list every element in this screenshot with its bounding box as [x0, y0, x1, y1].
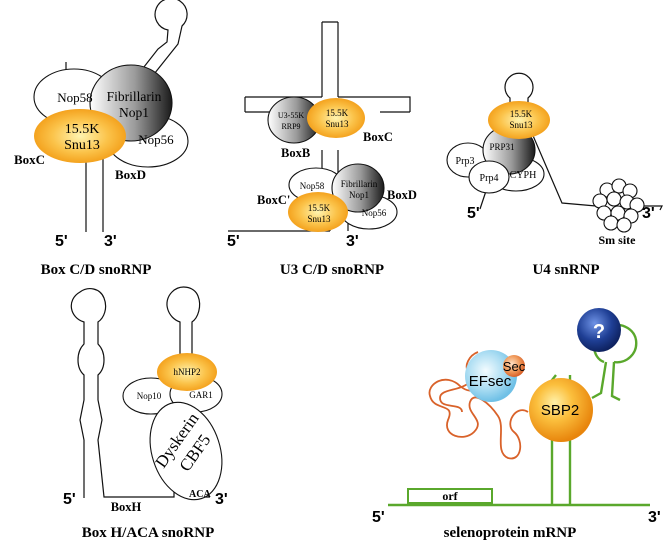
- three-prime-label: 3': [648, 509, 661, 526]
- unknown-label: ?: [593, 321, 605, 343]
- boxc-label: BoxC: [14, 152, 45, 167]
- orf-box: [407, 488, 493, 504]
- sm-site-label: Sm site: [599, 233, 637, 247]
- fibrillarin-label: Fibrillarin: [341, 179, 378, 189]
- panel-title: Box C/D snoRNP: [41, 262, 152, 278]
- boxh-label: BoxH: [111, 500, 142, 514]
- cyph-label: CYPH: [510, 170, 537, 181]
- unknown-factor: [577, 308, 621, 352]
- snu13-label-15-5k: 15.5K: [65, 122, 100, 137]
- boxc-prime-label: BoxC': [257, 193, 290, 207]
- nop1-label: Nop1: [349, 190, 369, 200]
- sbp2-loop-strand-2: [439, 379, 473, 413]
- mrna-strand: [388, 323, 650, 507]
- nop56-label: Nop56: [138, 132, 174, 147]
- panel-haca: hNHP2 Nop10 GAR1 Dyskerin CBF5 BoxH ACA …: [63, 286, 228, 541]
- panel-title: selenoprotein mRNP: [444, 525, 577, 541]
- five-prime-label: 5': [372, 509, 385, 526]
- nop1-label: Nop1: [119, 105, 149, 120]
- panel-u3: U3-55K RRP9 15.5K Snu13 Nop58 Fibrillari…: [227, 21, 417, 278]
- three-prime-label: 3': [104, 233, 117, 250]
- rrp9-label: RRP9: [281, 122, 300, 131]
- panel-seleno: EFsec Sec SBP2 ? orf 5' 3' selenoprotein…: [372, 308, 661, 541]
- snu13-label: Snu13: [325, 119, 349, 129]
- prp3-label: Prp3: [456, 156, 475, 167]
- prp4-label: Prp4: [480, 173, 499, 184]
- efsec-label: EFsec: [469, 373, 512, 390]
- boxb-label: BoxB: [281, 146, 310, 160]
- three-prime-label: 3': [346, 233, 359, 250]
- nop58-label: Nop58: [300, 181, 325, 191]
- sec-label: Sec: [503, 359, 526, 374]
- snu13-label-15-5k: 15.5K: [326, 108, 349, 118]
- prp4-protein: [468, 160, 510, 194]
- panel-title: U3 C/D snoRNP: [280, 262, 384, 278]
- nop56-label: Nop56: [362, 208, 387, 218]
- snu13-protein: [34, 109, 126, 163]
- sbp2-protein: [529, 378, 593, 442]
- fibrillarin-protein: [331, 163, 385, 213]
- five-prime-label: 5': [55, 233, 68, 250]
- fibrillarin-label: Fibrillarin: [107, 89, 162, 104]
- snu13-protein: [488, 101, 550, 139]
- nop10-label: Nop10: [137, 391, 162, 401]
- panel-title: Box H/ACA snoRNP: [82, 525, 215, 541]
- hnhp2-protein: [157, 353, 217, 391]
- panel-boxcd: Nop58 Fibrillarin Nop1 15.5K Snu13 Nop56…: [14, 0, 189, 278]
- hnhp2-label: hNHP2: [173, 367, 200, 377]
- sec-protein: [503, 355, 525, 377]
- snu13-label: Snu13: [64, 138, 100, 153]
- panel-title: U4 snRNP: [532, 262, 599, 278]
- snu13-lower-label-15-5k: 15.5K: [308, 203, 331, 213]
- nop58-label: Nop58: [57, 90, 92, 105]
- panel-u4: 15.5K Snu13 PRP31 Prp3 Prp4 CYPH 5' 3' S…: [446, 72, 663, 278]
- snu13-lower-protein: [288, 192, 348, 232]
- sm-site-ring: [592, 178, 645, 233]
- boxd-label: BoxD: [115, 167, 146, 182]
- boxc-label: BoxC: [363, 130, 393, 144]
- aca-label: ACA: [189, 489, 211, 500]
- three-prime-label: 3': [215, 491, 228, 508]
- u3-55k-label: U3-55K: [278, 111, 304, 120]
- dyskerin-protein: [149, 401, 223, 501]
- snu13-lower-label: Snu13: [307, 214, 331, 224]
- orf-label: orf: [442, 489, 458, 503]
- five-prime-label: 5': [63, 491, 76, 508]
- snu13-label-15-5k: 15.5K: [510, 109, 533, 119]
- snu13-label: Snu13: [509, 120, 533, 130]
- three-prime-label: 3': [642, 205, 655, 222]
- snu13-protein: [307, 98, 365, 138]
- sbp2-label: SBP2: [541, 402, 579, 419]
- prp31-label: PRP31: [489, 142, 514, 152]
- five-prime-label: 5': [467, 205, 480, 222]
- five-prime-label: 5': [227, 233, 240, 250]
- gar1-label: GAR1: [189, 390, 213, 400]
- boxd-label: BoxD: [387, 188, 417, 202]
- rna-strand: [479, 72, 663, 211]
